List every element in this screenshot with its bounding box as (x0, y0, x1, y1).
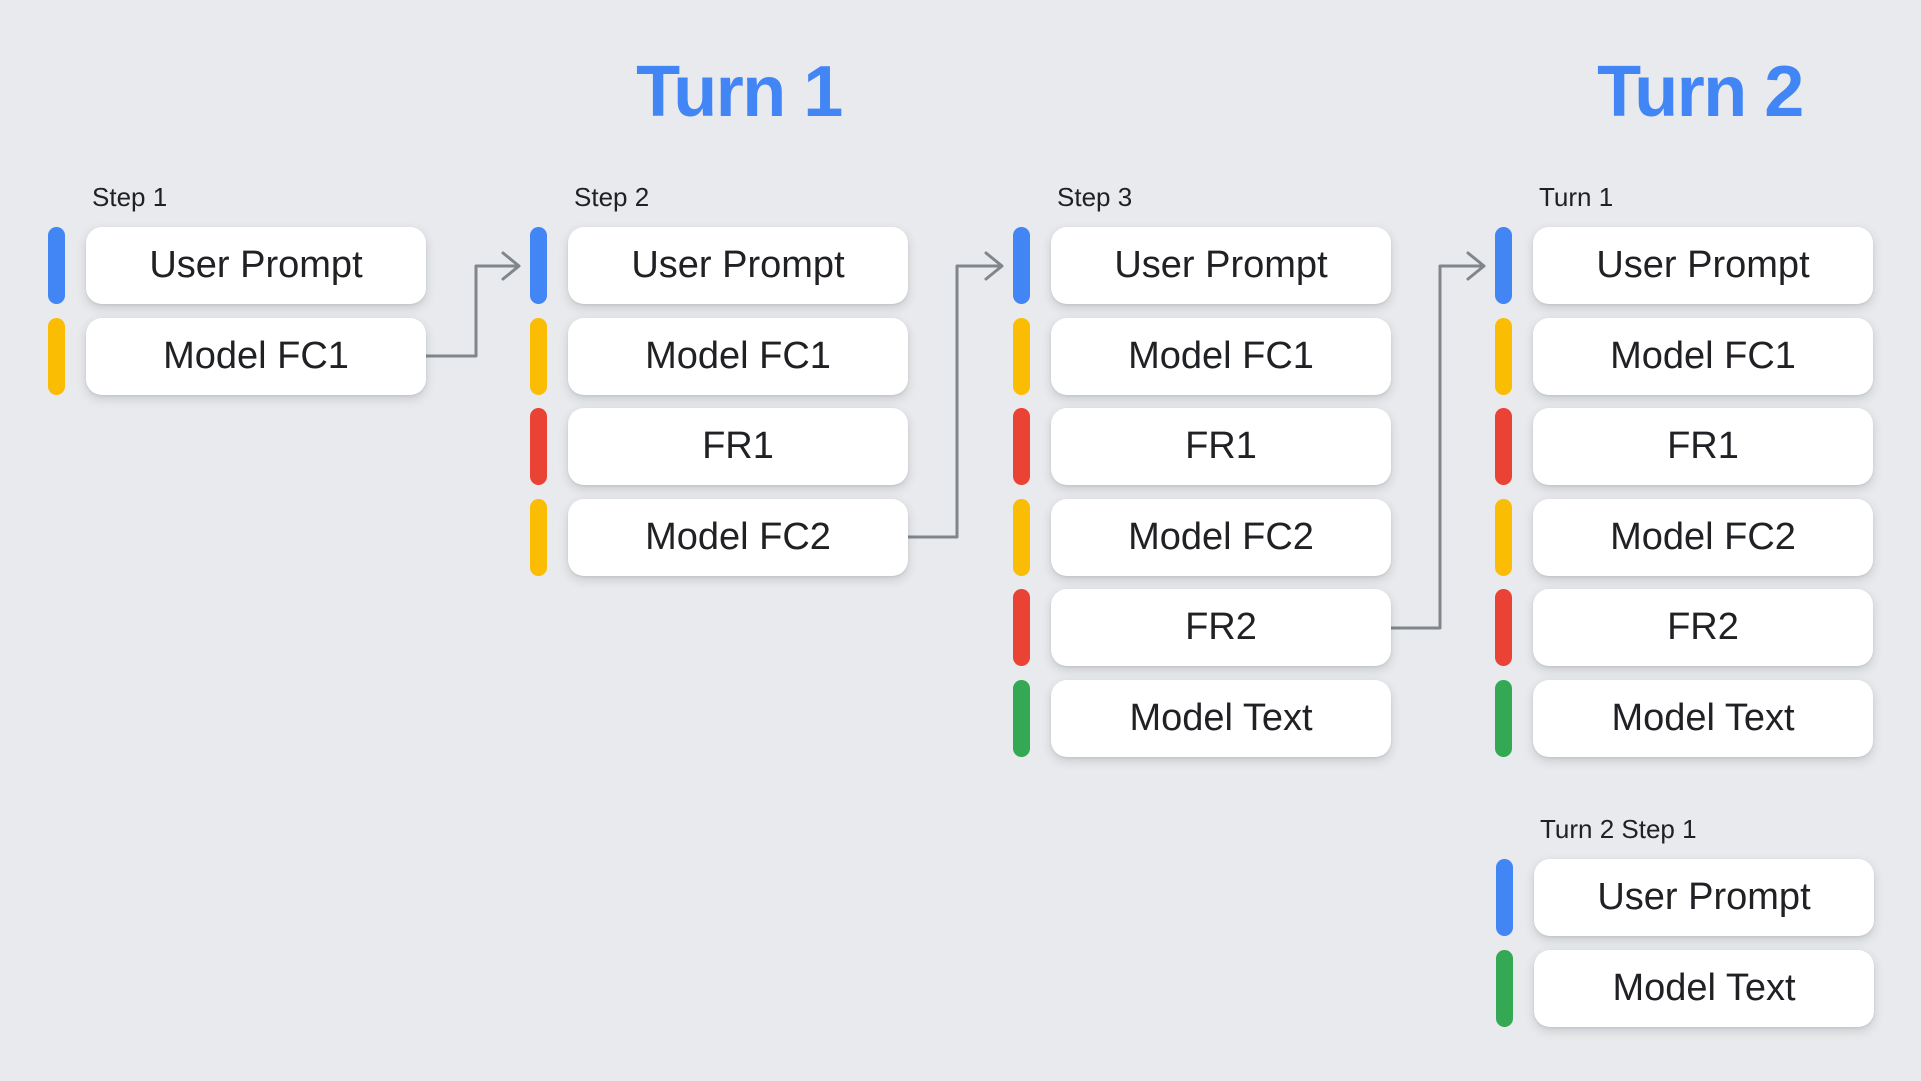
fr2-box: FR2 (1051, 589, 1391, 666)
fr1-color-bar (530, 408, 547, 485)
message-row: FR1 (1495, 408, 1873, 485)
message-row: FR1 (530, 408, 908, 485)
user-prompt-color-bar (1495, 227, 1512, 304)
fr2-color-bar (1013, 589, 1030, 666)
message-row: Model FC1 (48, 317, 426, 395)
model-text-color-bar (1496, 949, 1513, 1027)
column-step-2: Step 2 User Prompt Model FC1 FR1 Model F… (530, 184, 908, 589)
model-fc2-box: Model FC2 (1051, 498, 1391, 576)
model-fc2-color-bar (1013, 498, 1030, 576)
column-label: Step 1 (92, 182, 168, 212)
user-prompt-box: User Prompt (86, 227, 426, 304)
user-prompt-color-bar (530, 227, 547, 304)
arrow-step2-to-step3-head (984, 251, 1004, 281)
message-row: FR1 (1013, 408, 1391, 485)
model-fc1-box: Model FC1 (86, 317, 426, 395)
fr1-box: FR1 (1533, 408, 1873, 485)
model-fc1-color-bar (530, 317, 547, 395)
column-step-1: Step 1 User Prompt Model FC1 (48, 184, 426, 408)
user-prompt-color-bar (1496, 859, 1513, 936)
message-row: User Prompt (1496, 859, 1874, 936)
model-text-color-bar (1495, 679, 1512, 757)
model-text-color-bar (1013, 679, 1030, 757)
fr1-color-bar (1495, 408, 1512, 485)
message-row: User Prompt (1495, 227, 1873, 304)
user-prompt-color-bar (48, 227, 65, 304)
model-fc1-color-bar (1495, 317, 1512, 395)
turn-2-title: Turn 2 (1597, 52, 1804, 132)
model-fc2-color-bar (530, 498, 547, 576)
model-fc2-box: Model FC2 (1533, 498, 1873, 576)
model-fc2-box: Model FC2 (568, 498, 908, 576)
message-row: User Prompt (530, 227, 908, 304)
model-fc1-box: Model FC1 (1051, 317, 1391, 395)
column-turn-2-step-1: Turn 2 Step 1 User Prompt Model Text (1496, 816, 1874, 1040)
arrow-step2-to-step3 (906, 264, 1001, 539)
message-row: Model Text (1495, 679, 1873, 757)
model-fc2-color-bar (1495, 498, 1512, 576)
fr1-color-bar (1013, 408, 1030, 485)
fr1-box: FR1 (1051, 408, 1391, 485)
user-prompt-box: User Prompt (1533, 227, 1873, 304)
fr1-box: FR1 (568, 408, 908, 485)
model-fc1-color-bar (1013, 317, 1030, 395)
message-row: FR2 (1013, 589, 1391, 666)
fr2-box: FR2 (1533, 589, 1873, 666)
column-step-3: Step 3 User Prompt Model FC1 FR1 Model F… (1013, 184, 1391, 770)
arrow-step1-to-step2 (424, 264, 518, 358)
arrow-step1-to-step2-head (501, 251, 521, 281)
user-prompt-box: User Prompt (568, 227, 908, 304)
message-row: Model FC1 (1013, 317, 1391, 395)
column-label: Turn 2 Step 1 (1540, 814, 1697, 844)
message-row: FR2 (1495, 589, 1873, 666)
user-prompt-color-bar (1013, 227, 1030, 304)
column-label: Step 2 (574, 182, 650, 212)
column-label: Step 3 (1057, 182, 1133, 212)
message-row: Model FC2 (1495, 498, 1873, 576)
column-turn-1-history: Turn 1 User Prompt Model FC1 FR1 Model F… (1495, 184, 1873, 770)
message-row: User Prompt (1013, 227, 1391, 304)
model-text-box: Model Text (1533, 679, 1873, 757)
message-row: Model FC1 (1495, 317, 1873, 395)
fr2-color-bar (1495, 589, 1512, 666)
user-prompt-box: User Prompt (1051, 227, 1391, 304)
turn-1-title: Turn 1 (636, 52, 843, 132)
message-row: Model Text (1496, 949, 1874, 1027)
model-fc1-color-bar (48, 317, 65, 395)
model-fc1-box: Model FC1 (568, 317, 908, 395)
model-text-box: Model Text (1534, 949, 1874, 1027)
column-label: Turn 1 (1539, 182, 1614, 212)
message-row: Model FC2 (1013, 498, 1391, 576)
message-row: User Prompt (48, 227, 426, 304)
model-fc1-box: Model FC1 (1533, 317, 1873, 395)
model-text-box: Model Text (1051, 679, 1391, 757)
user-prompt-box: User Prompt (1534, 859, 1874, 936)
arrow-step3-to-turn1-head (1466, 251, 1486, 281)
message-row: Model Text (1013, 679, 1391, 757)
message-row: Model FC2 (530, 498, 908, 576)
message-row: Model FC1 (530, 317, 908, 395)
arrow-step3-to-turn1 (1389, 264, 1483, 630)
